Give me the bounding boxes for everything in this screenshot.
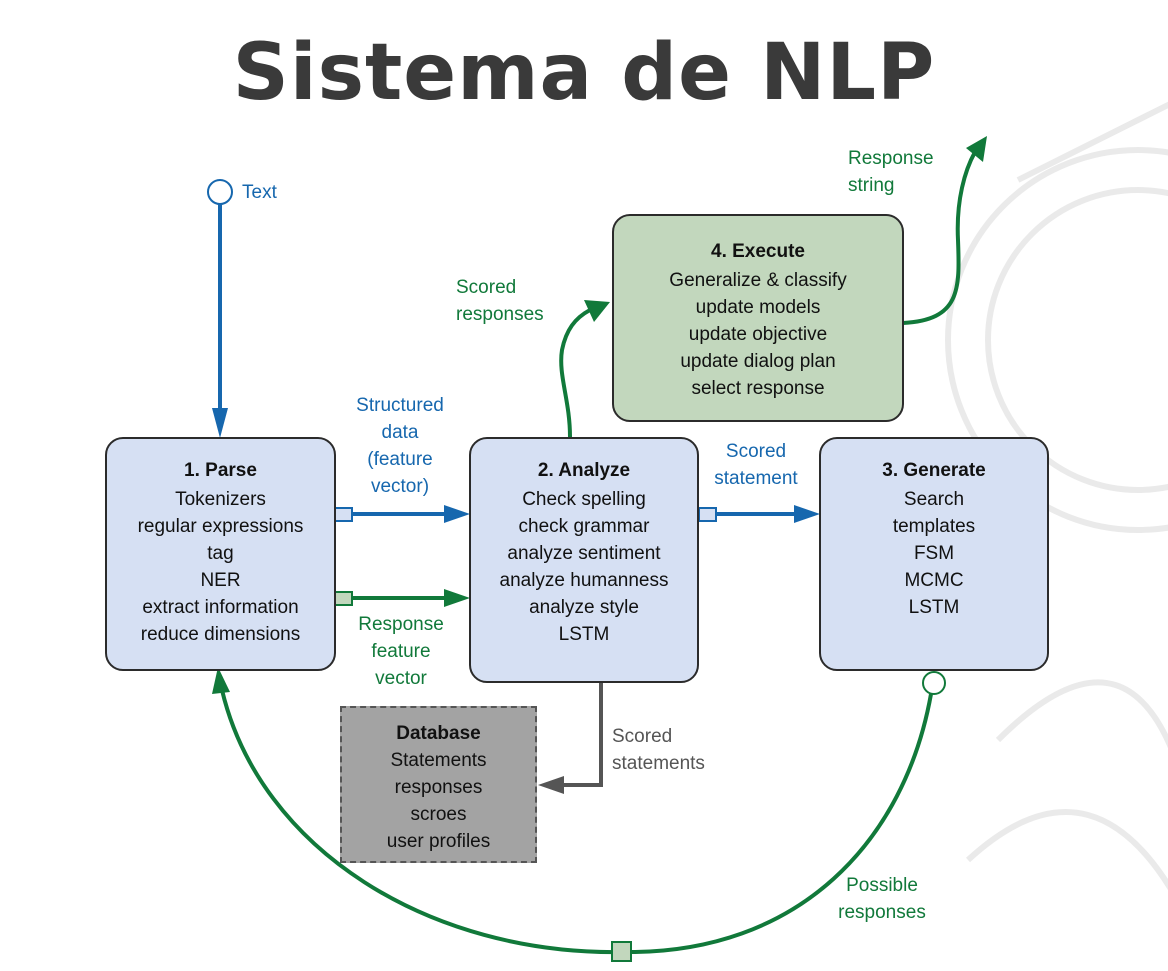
label-line: responses <box>456 304 544 325</box>
parse-line: tag <box>207 543 234 564</box>
label-line: Scored <box>612 726 673 747</box>
label-line: Response <box>848 148 934 169</box>
parse-to-analyze-blue-arrow <box>334 505 470 523</box>
database-heading: Database <box>396 723 481 744</box>
structured-data-label: Structured data (feature vector) <box>342 392 458 500</box>
label-line: string <box>848 175 895 196</box>
analyze-to-execute-arrow <box>559 300 610 438</box>
analyze-heading: 2. Analyze <box>537 460 631 481</box>
execute-node: 4. Execute Generalize & classify update … <box>612 214 904 422</box>
label-line: responses <box>838 902 926 923</box>
execute-line: update models <box>695 297 821 318</box>
page-title: Sistema de NLP <box>232 28 936 118</box>
generate-heading: 3. Generate <box>882 460 986 481</box>
parse-line: reduce dimensions <box>140 624 301 645</box>
label-line: Scored <box>725 441 787 462</box>
label-line: Response <box>358 614 444 635</box>
execute-heading: 4. Execute <box>711 241 805 262</box>
generate-line: FSM <box>913 543 955 564</box>
label-line: statements <box>612 753 705 774</box>
label-line: Scored <box>456 277 517 298</box>
text-to-parse-arrow <box>207 179 233 438</box>
label-line: Possible <box>846 875 918 896</box>
database-node: Database Statements responses scroes use… <box>340 706 537 863</box>
response-feature-vector-label: Response feature vector <box>345 611 457 692</box>
execute-response-arrow <box>902 136 987 325</box>
analyze-node: 2. Analyze Check spelling check grammar … <box>469 437 699 683</box>
label-line: feature <box>371 641 431 662</box>
label-line: data <box>381 422 419 443</box>
execute-line: select response <box>691 378 825 399</box>
analyze-line: analyze sentiment <box>507 543 661 564</box>
parse-line: Tokenizers <box>175 489 266 510</box>
execute-line: Generalize & classify <box>669 270 847 291</box>
parse-node: 1. Parse Tokenizers regular expressions … <box>105 437 336 671</box>
generate-line: Search <box>903 489 965 510</box>
execute-line: update dialog plan <box>680 351 836 372</box>
scored-responses-label: Scored responses <box>456 274 566 328</box>
analyze-to-generate-arrow <box>698 505 820 523</box>
label-line: vector <box>375 668 427 689</box>
analyze-line: Check spelling <box>522 489 646 510</box>
scored-statements-label: Scored statements <box>612 723 722 777</box>
execute-line: update objective <box>688 324 828 345</box>
parse-line: regular expressions <box>137 516 304 537</box>
analyze-line: LSTM <box>558 624 610 645</box>
possible-responses-label: Possible responses <box>828 872 936 926</box>
generate-line: MCMC <box>904 570 964 591</box>
text-input-label: Text <box>242 182 277 203</box>
database-line: Statements <box>390 750 487 771</box>
label-line: (feature <box>367 449 433 470</box>
generate-node: 3. Generate Search templates FSM MCMC LS… <box>819 437 1049 671</box>
database-line: responses <box>394 777 483 798</box>
generate-line: templates <box>892 516 976 537</box>
parse-line: NER <box>200 570 241 591</box>
label-line: statement <box>714 468 798 489</box>
generate-line: LSTM <box>908 597 960 618</box>
response-string-label: Response string <box>848 145 948 199</box>
watermark-seal <box>945 101 1168 891</box>
label-line: Structured <box>356 395 444 416</box>
analyze-line: check grammar <box>518 516 650 537</box>
analyze-line: analyze style <box>529 597 639 618</box>
analyze-to-database-arrow <box>538 683 603 794</box>
generate-to-parse-loop-arrow <box>212 667 946 962</box>
database-line: user profiles <box>386 831 491 852</box>
parse-heading: 1. Parse <box>184 460 257 481</box>
scored-statement-label: Scored statement <box>704 438 808 492</box>
analyze-line: analyze humanness <box>499 570 669 591</box>
label-line: vector) <box>370 476 430 497</box>
parse-line: extract information <box>142 597 299 618</box>
database-line: scroes <box>410 804 467 825</box>
parse-to-analyze-green-arrow <box>334 589 470 607</box>
